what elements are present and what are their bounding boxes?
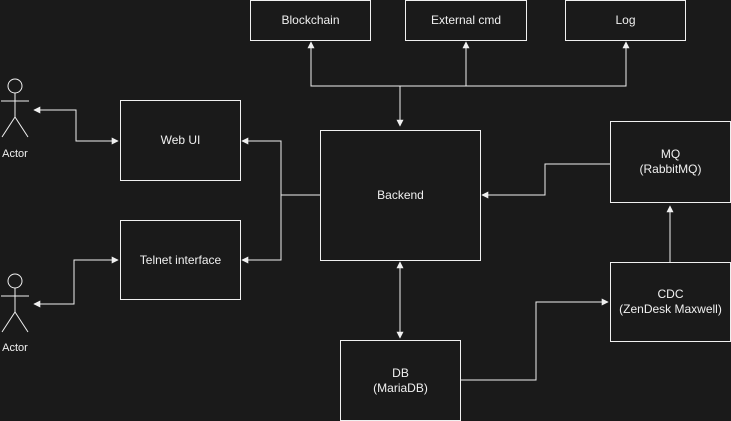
edge-backend-external-cmd bbox=[400, 41, 470, 87]
db-label: DB bbox=[392, 365, 409, 380]
actor-icon bbox=[1, 273, 29, 333]
edge-backend-telnet bbox=[241, 195, 282, 264]
db-sublabel: (MariaDB) bbox=[373, 380, 428, 395]
web-ui-box: Web UI bbox=[120, 100, 241, 181]
web-ui-label: Web UI bbox=[160, 133, 201, 147]
edge-backend-log bbox=[400, 41, 630, 87]
actor-1-label: Actor bbox=[2, 148, 28, 160]
log-label: Log bbox=[615, 13, 636, 27]
mq-label: MQ bbox=[660, 147, 681, 161]
cdc-label: CDC bbox=[657, 287, 684, 301]
blockchain-box: Blockchain bbox=[250, 0, 371, 41]
mq-box: MQ (RabbitMQ) bbox=[610, 121, 731, 203]
edge-actor1-webui bbox=[33, 106, 119, 145]
actor-icon bbox=[1, 78, 29, 138]
telnet-interface-label: Telnet interface bbox=[139, 252, 222, 267]
cdc-sublabel: (ZenDesk Maxwell) bbox=[619, 302, 722, 316]
edge-db-cdc bbox=[460, 298, 609, 381]
backend-label: Backend bbox=[377, 188, 424, 202]
edge-backend-webui bbox=[241, 137, 320, 196]
edge-backend-blockchain bbox=[307, 41, 404, 127]
mq-sublabel: (RabbitMQ) bbox=[639, 162, 702, 176]
db-box: DB (MariaDB) bbox=[340, 340, 461, 421]
cdc-box: CDC (ZenDesk Maxwell) bbox=[610, 262, 731, 342]
telnet-interface-box: Telnet interface bbox=[120, 220, 241, 300]
edge-mq-backend bbox=[481, 163, 610, 199]
blockchain-label: Blockchain bbox=[281, 13, 340, 27]
external-cmd-label: External cmd bbox=[430, 13, 502, 27]
actor-2-label: Actor bbox=[2, 342, 28, 354]
external-cmd-box: External cmd bbox=[405, 0, 527, 41]
backend-box: Backend bbox=[320, 130, 481, 261]
log-box: Log bbox=[565, 0, 686, 41]
edge-actor2-telnet bbox=[33, 256, 119, 308]
